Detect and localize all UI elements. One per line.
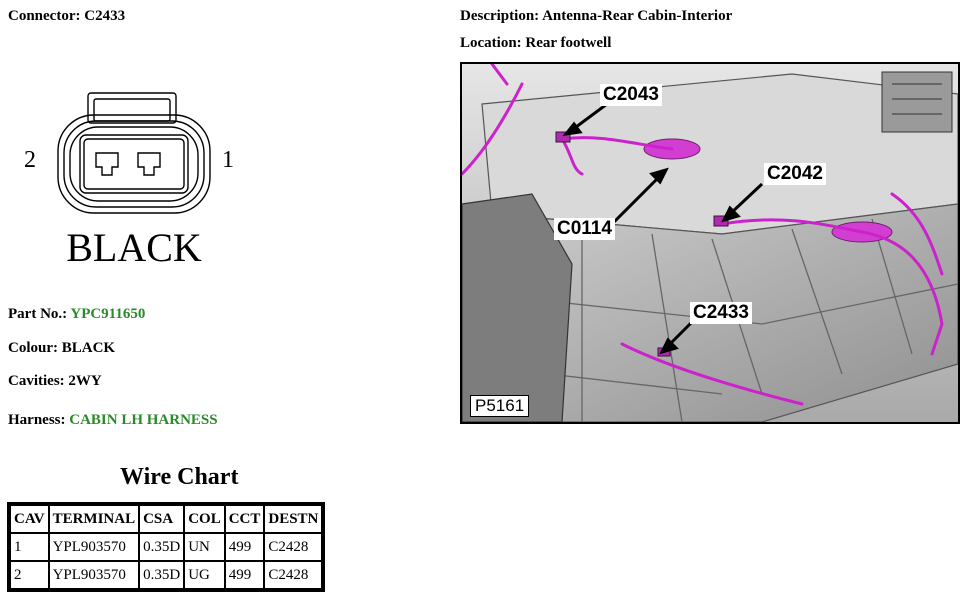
header-destn: DESTN — [264, 505, 323, 533]
header-cav: CAV — [10, 505, 49, 533]
description-row: Description: Antenna-Rear Cabin-Interior — [460, 8, 733, 24]
connector-face-diagram: 2 1 BLACK — [24, 92, 234, 270]
callout-c0114: C0114 — [554, 218, 615, 240]
cell-col: UG — [184, 561, 225, 589]
connector-heading: Connector: C2433 — [8, 8, 126, 24]
part-number-row: Part No.: YPC911650 — [8, 306, 146, 322]
callout-c2433: C2433 — [690, 302, 752, 324]
cell-csa: 0.35D — [139, 561, 185, 589]
description-value: Antenna-Rear Cabin-Interior — [542, 8, 733, 24]
cell-destn: C2428 — [264, 533, 323, 561]
location-row: Location: Rear footwell — [460, 35, 612, 51]
wire-chart-table: CAV TERMINAL CSA COL CCT DESTN 1 YPL9035… — [7, 502, 326, 592]
table-row: 1 YPL903570 0.35D UN 499 C2428 — [10, 533, 323, 561]
figure-code: P5161 — [470, 395, 530, 417]
cell-cav: 1 — [10, 533, 49, 561]
header-terminal: TERMINAL — [48, 505, 140, 533]
colour-row: Colour: BLACK — [8, 340, 116, 356]
cavities-row: Cavities: 2WY — [8, 373, 102, 389]
part-number-link[interactable]: YPC911650 — [70, 306, 146, 322]
cell-csa: 0.35D — [139, 533, 185, 561]
cell-cct: 499 — [224, 533, 265, 561]
cell-terminal: YPL903570 — [48, 533, 140, 561]
header-cct: CCT — [224, 505, 265, 533]
location-value: Rear footwell — [525, 35, 612, 51]
callout-c2042: C2042 — [764, 163, 826, 185]
callout-c2043: C2043 — [600, 84, 662, 106]
pin-1-label: 1 — [222, 147, 234, 173]
header-csa: CSA — [139, 505, 185, 533]
cell-destn: C2428 — [264, 561, 323, 589]
table-row: 2 YPL903570 0.35D UG 499 C2428 — [10, 561, 323, 589]
cavities-value: 2WY — [68, 373, 102, 389]
cell-col: UN — [184, 533, 225, 561]
pin-2-label: 2 — [24, 147, 36, 173]
location-illustration: C2043 C2042 C0114 C2433 P5161 — [460, 62, 960, 424]
wire-chart-title: Wire Chart — [120, 464, 239, 490]
header-col: COL — [184, 505, 225, 533]
vehicle-floor-drawing — [462, 64, 958, 422]
cell-cct: 499 — [224, 561, 265, 589]
harness-link[interactable]: CABIN LH HARNESS — [69, 412, 218, 428]
connector-id: C2433 — [84, 8, 126, 24]
cell-terminal: YPL903570 — [48, 561, 140, 589]
table-header-row: CAV TERMINAL CSA COL CCT DESTN — [10, 505, 323, 533]
harness-row: Harness: CABIN LH HARNESS — [8, 412, 218, 428]
cell-cav: 2 — [10, 561, 49, 589]
connector-colour-label: BLACK — [66, 225, 202, 270]
colour-value: BLACK — [61, 340, 116, 356]
